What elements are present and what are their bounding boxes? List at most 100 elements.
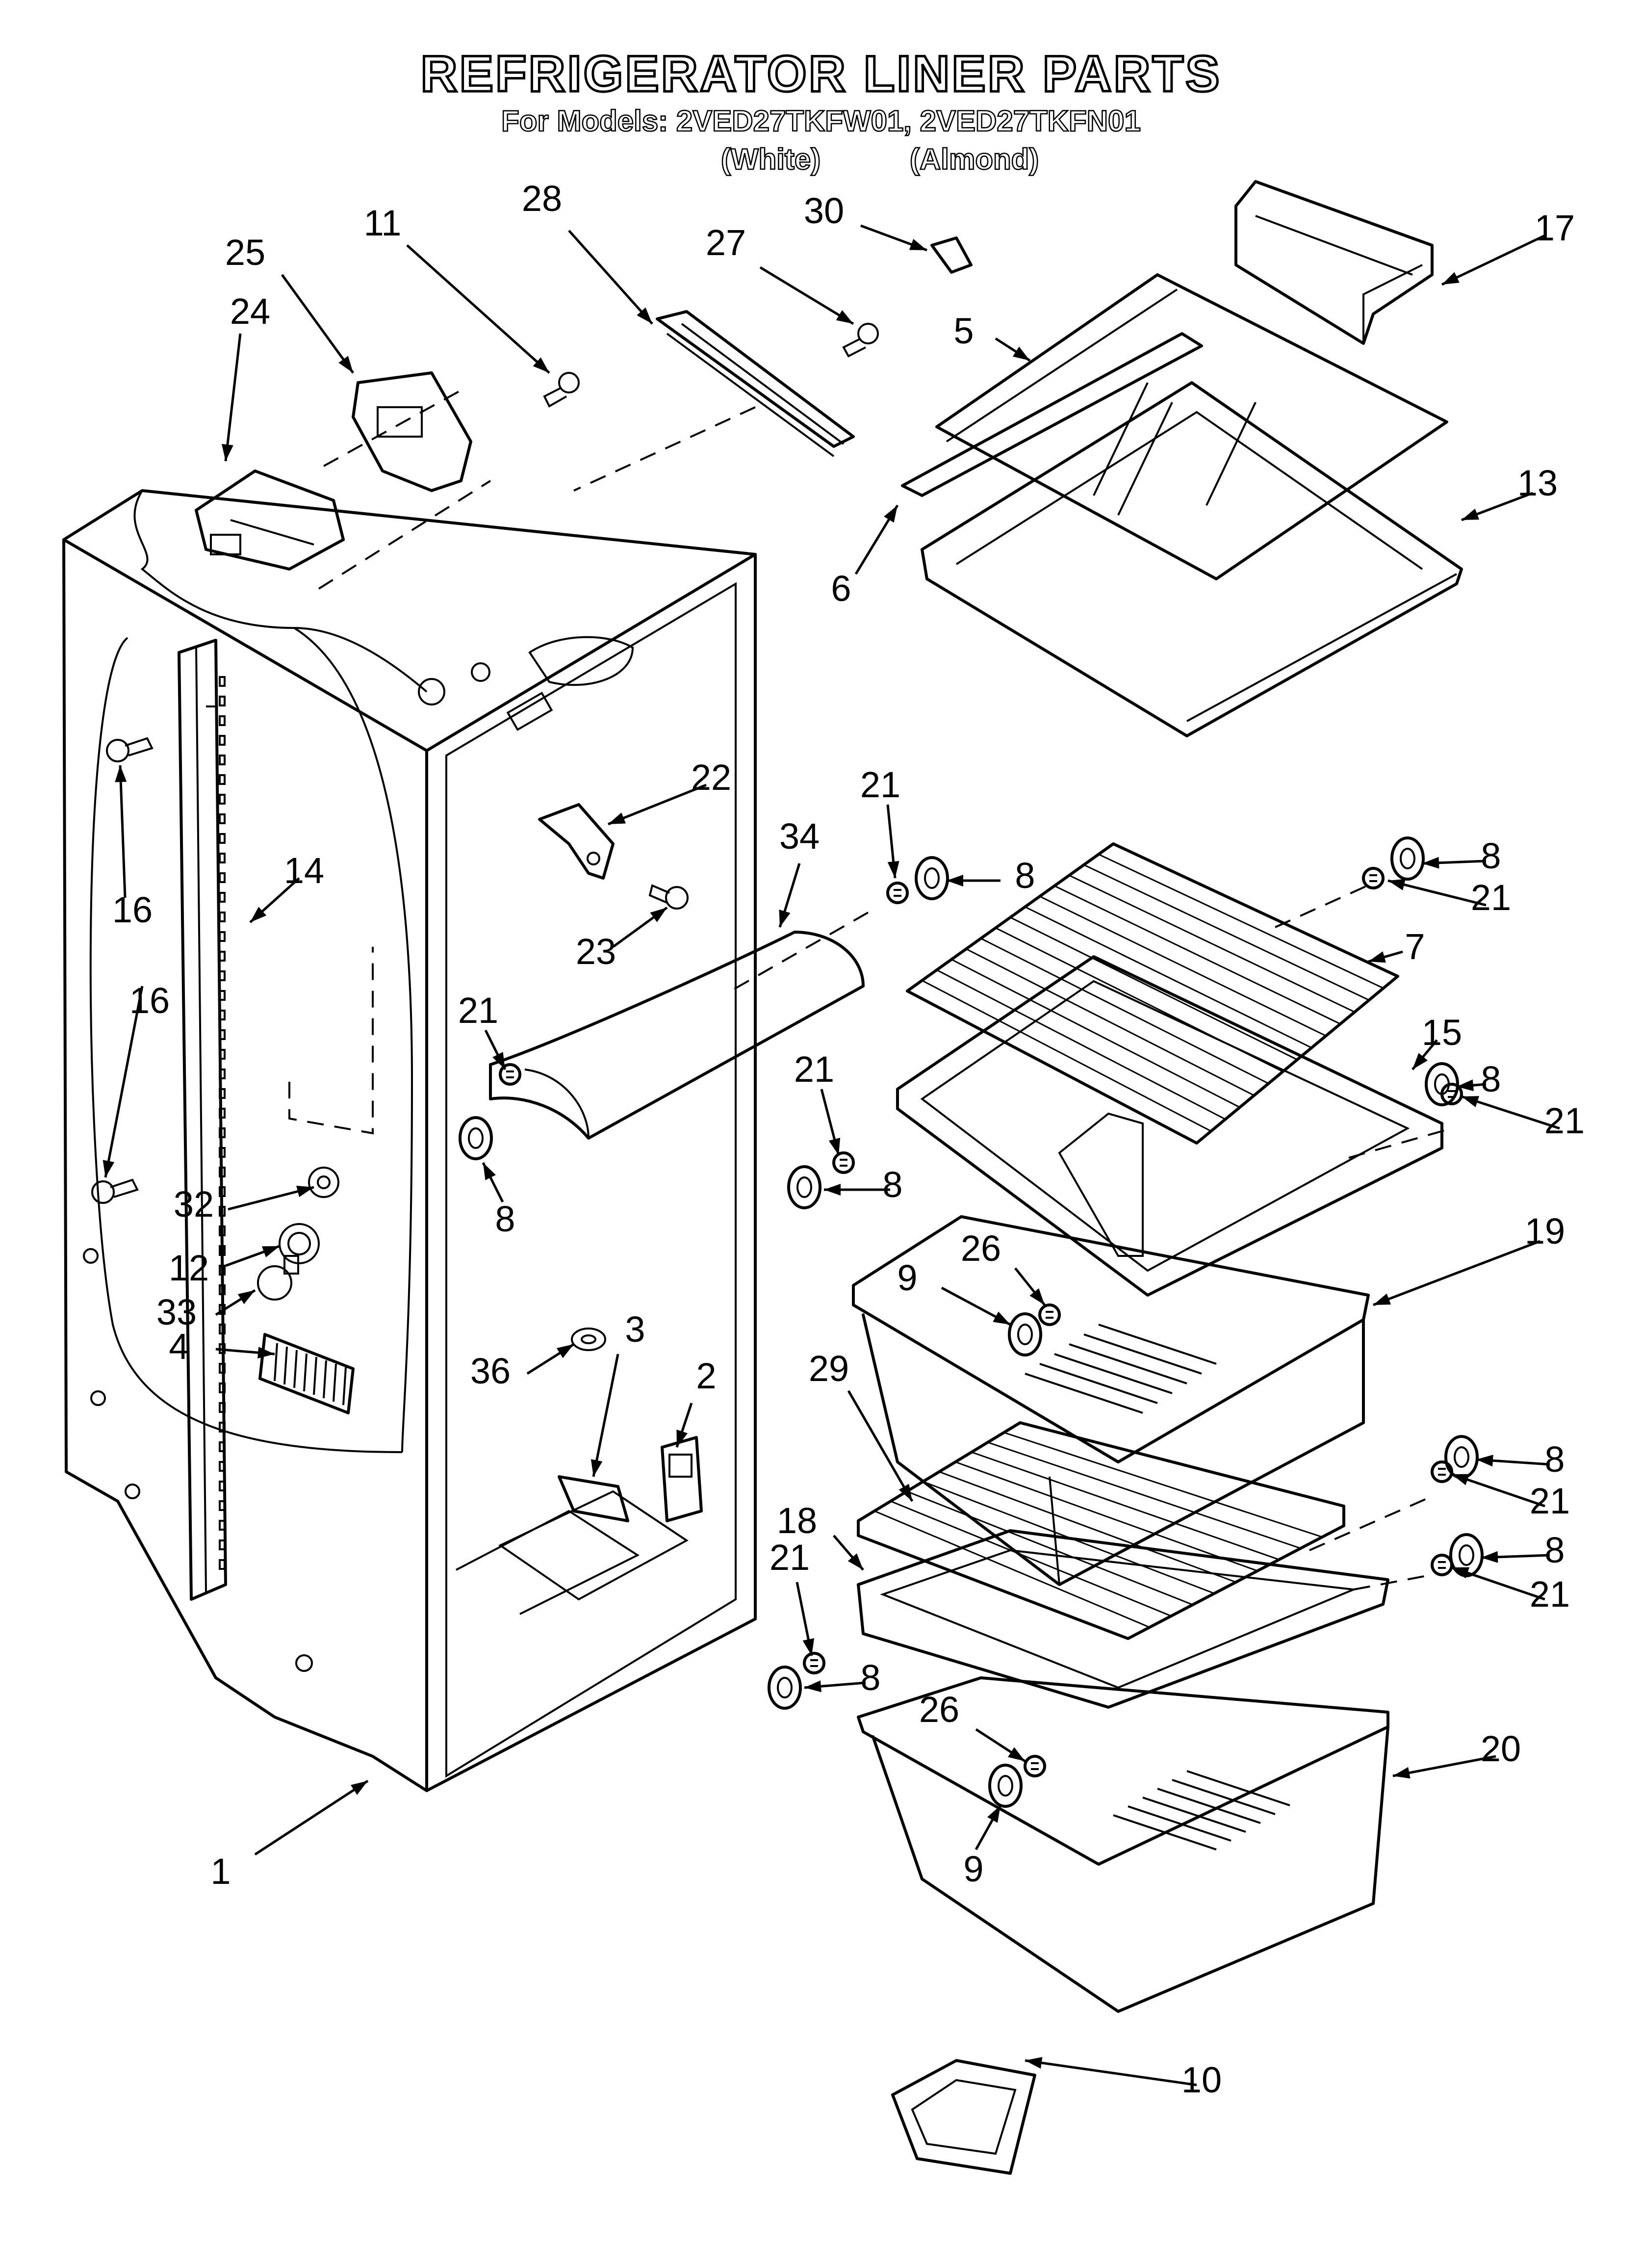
callout-c14: 14 — [284, 850, 324, 891]
screw-27 — [842, 323, 879, 358]
callout-c12: 12 — [169, 1248, 209, 1288]
callout-c27: 27 — [706, 222, 746, 263]
callout-c25: 25 — [225, 232, 265, 273]
vent-4 — [258, 1333, 355, 1414]
liner-cabinet — [62, 489, 757, 1792]
cover-frame-15 — [896, 955, 1443, 1297]
shelf-frame-13 — [921, 381, 1463, 737]
top-rail-28 — [656, 310, 855, 457]
callout-c6: 6 — [831, 568, 851, 609]
callout-c8a: 8 — [1015, 855, 1035, 896]
callout-c33: 33 — [156, 1292, 197, 1332]
callout-c18: 18 — [777, 1500, 817, 1541]
callout-c8h: 8 — [860, 1657, 880, 1698]
roller-8h — [768, 1666, 802, 1710]
light-socket-32 — [308, 1167, 339, 1198]
callout-c16a: 16 — [112, 889, 153, 930]
callout-c9b: 9 — [963, 1849, 983, 1889]
callout-c21f: 21 — [1530, 1481, 1570, 1521]
crisper-cover-29 — [857, 1421, 1345, 1640]
crisper-19 — [852, 1215, 1370, 1586]
callout-c29: 29 — [809, 1348, 849, 1389]
callout-c20: 20 — [1481, 1728, 1521, 1769]
callout-c28: 28 — [522, 178, 562, 219]
diagram-title: REFRIGERATOR LINER PARTS — [419, 45, 1222, 104]
bulb-33 — [257, 1255, 299, 1301]
screw-21g — [1431, 1554, 1453, 1576]
callout-c8b: 8 — [1481, 835, 1501, 876]
callout-c1: 1 — [210, 1851, 231, 1892]
screw-26b — [1024, 1755, 1046, 1777]
callout-c9a: 9 — [897, 1257, 917, 1298]
callout-c21c: 21 — [1544, 1100, 1585, 1141]
callout-c17: 17 — [1535, 208, 1575, 248]
control-cover — [352, 371, 472, 492]
wheel-9b — [988, 1764, 1023, 1808]
control-housing — [195, 469, 345, 571]
callout-c16b: 16 — [129, 980, 170, 1021]
wheel-9a — [1008, 1312, 1042, 1356]
callout-c8d: 8 — [495, 1199, 515, 1239]
callout-c26a: 26 — [961, 1228, 1001, 1269]
callout-c21a: 21 — [860, 764, 900, 805]
callout-c21h: 21 — [770, 1537, 810, 1578]
screw-16-upper — [106, 737, 154, 762]
roller-8e — [787, 1165, 821, 1209]
shelf-trim-6 — [901, 332, 1203, 497]
callout-c8g: 8 — [1544, 1530, 1565, 1570]
callout-c32: 32 — [174, 1184, 214, 1225]
crisper-20 — [857, 1676, 1389, 2013]
crisper-cover-7 — [906, 842, 1399, 1145]
callout-c7: 7 — [1405, 926, 1425, 967]
screw-21f — [1431, 1460, 1453, 1483]
callout-c22: 22 — [691, 757, 731, 798]
callout-c23: 23 — [576, 931, 616, 972]
screw-21b — [1362, 867, 1385, 889]
roller-8d — [459, 1116, 493, 1160]
screw-21d — [499, 1063, 521, 1086]
callout-c34: 34 — [779, 816, 820, 857]
callout-c21d: 21 — [458, 990, 498, 1031]
plug-36 — [571, 1328, 606, 1351]
callout-c8f: 8 — [1544, 1439, 1565, 1480]
callout-c10: 10 — [1181, 2059, 1222, 2100]
callout-c3: 3 — [625, 1309, 645, 1350]
screw-21c — [1440, 1083, 1463, 1105]
screw-11 — [543, 372, 580, 408]
screw-21a — [886, 882, 909, 904]
cover-frame-18 — [857, 1529, 1389, 1709]
screw-16-lower — [91, 1178, 139, 1204]
screw-21h — [803, 1652, 825, 1674]
callout-c19: 19 — [1525, 1211, 1565, 1251]
callout-c13: 13 — [1517, 463, 1558, 503]
shelf-ladder-rail — [178, 639, 227, 1601]
screw-26a — [1038, 1303, 1061, 1326]
bracket-2 — [661, 1436, 703, 1522]
roller-8a — [915, 856, 949, 900]
callout-c26b: 26 — [919, 1689, 959, 1730]
callout-c8c: 8 — [1481, 1059, 1501, 1099]
callout-c2: 2 — [696, 1356, 716, 1396]
screw-21e — [832, 1151, 855, 1174]
callout-c4: 4 — [169, 1326, 189, 1367]
roller-8b — [1390, 836, 1425, 881]
bin-17 — [1234, 180, 1434, 345]
panel-10 — [891, 2059, 1036, 2175]
callout-c8e: 8 — [882, 1164, 902, 1205]
callout-c36: 36 — [470, 1351, 511, 1391]
variant-almond: (Almond) — [909, 142, 1040, 177]
callout-c5: 5 — [953, 311, 974, 351]
callout-c30: 30 — [804, 190, 844, 231]
callout-c21b: 21 — [1471, 877, 1511, 918]
screw-23 — [648, 884, 689, 910]
callout-c11: 11 — [364, 203, 402, 243]
callout-c15: 15 — [1422, 1012, 1462, 1053]
bracket-3 — [558, 1475, 629, 1522]
callout-c21e: 21 — [794, 1049, 834, 1090]
light-shield-34 — [489, 931, 865, 1140]
bracket-22 — [538, 803, 615, 880]
clip-30 — [930, 236, 973, 274]
variant-white: (White) — [720, 142, 821, 177]
callout-c21g: 21 — [1530, 1574, 1570, 1615]
